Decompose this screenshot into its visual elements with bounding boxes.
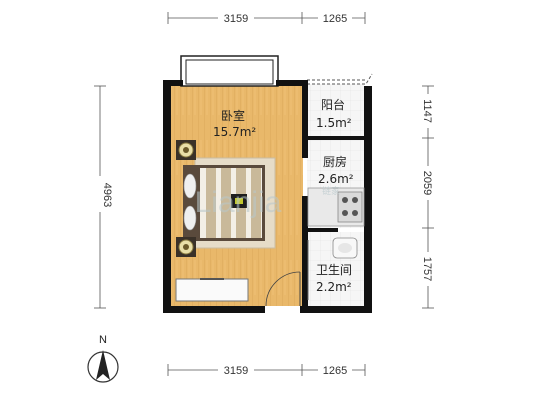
- dim-right-3: 1757: [421, 257, 433, 281]
- kitchen-area: 2.6m²: [318, 172, 354, 186]
- dimension-bottom: 3159 1265: [167, 362, 366, 377]
- bathroom-name: 卫生间: [316, 263, 352, 277]
- dim-top-2: 1265: [323, 13, 347, 25]
- kitchen-name: 厨房: [323, 154, 347, 169]
- dim-left-1: 4963: [101, 183, 113, 207]
- bedroom-area: 15.7m²: [213, 125, 256, 139]
- dimension-right: 1147 2059 1757: [421, 85, 435, 309]
- dim-bottom-2: 1265: [323, 365, 347, 377]
- bed: [183, 157, 276, 249]
- dimension-left: 4963: [93, 85, 113, 309]
- balcony-floor: [307, 84, 364, 136]
- bathroom-fixtures: [307, 237, 358, 300]
- dim-top-1: 3159: [224, 13, 248, 25]
- dimension-top: 3159 1265: [167, 10, 366, 25]
- balcony-area: 1.5m²: [316, 116, 352, 130]
- dim-right-2: 2059: [421, 171, 433, 195]
- dim-right-1: 1147: [421, 99, 433, 123]
- nightstand-top: [176, 140, 196, 160]
- dim-bottom-1: 3159: [224, 365, 248, 377]
- tv-cabinet: [175, 278, 249, 302]
- kitchen-counter: [307, 187, 365, 227]
- bedroom-name: 卧室: [221, 108, 245, 123]
- watermark-text: Lianjia: [195, 186, 282, 219]
- bathroom-area: 2.2m²: [316, 280, 352, 294]
- bedroom-door: [265, 271, 301, 307]
- walls: [163, 80, 372, 313]
- stove: [337, 191, 363, 223]
- bay-window: [180, 55, 279, 87]
- balcony-dashed-edge: [307, 73, 373, 85]
- balcony-name: 阳台: [321, 97, 345, 112]
- nightstand-bottom: [176, 237, 196, 257]
- compass-label: N: [99, 334, 107, 346]
- watermark-small: 链家: [322, 185, 340, 197]
- compass-icon: N: [87, 334, 119, 383]
